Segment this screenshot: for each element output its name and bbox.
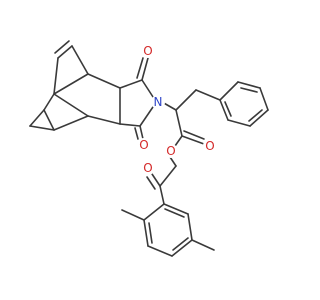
bond-bridgehead-upper-to-vinyl: [71, 45, 89, 75]
bond-ar-double-b: [172, 237, 189, 251]
bond-carbonyl-top-o-inner: [136, 57, 144, 79]
atom-labels: N O O O O O: [137, 44, 217, 175]
bond-ar-double-c: [164, 208, 185, 218]
molecule-structure: N O O O O O: [29, 40, 269, 257]
imide-top-oxygen-label: O: [143, 44, 152, 58]
side-chain: [146, 89, 221, 205]
bond-vinyl-double-inner: [54, 40, 70, 54]
bond-ph-double-c: [224, 101, 232, 117]
bond-methyl-ortho: [121, 209, 145, 221]
ester-link-oxygen-label: O: [166, 144, 175, 158]
bond-bridgehead-lower-to-ring-c2: [87, 115, 121, 125]
bond-ph-2: [237, 81, 261, 89]
bond-cyclopropane-1: [29, 109, 45, 127]
bond-vinyl-to-bridgehead-left: [53, 57, 59, 95]
phenyl-ring: [219, 81, 269, 127]
bond-methyl-meta: [191, 239, 215, 251]
bond-ester-to-o-link: [174, 135, 183, 147]
molecule-diagram: N O O O O O: [29, 40, 269, 257]
bond-cp-to-bridgehead-lower: [53, 115, 89, 131]
bond-ester-carbonyl-o-inner: [183, 130, 205, 140]
bond-alpha-to-ester-carbon: [175, 109, 183, 137]
bond-ketone-carbonyl-o: [151, 173, 161, 187]
bond-cyclopropane-3: [43, 109, 55, 131]
bond-ph-3: [259, 87, 269, 111]
bond-ar-6: [163, 203, 189, 215]
bond-ar-5: [187, 213, 193, 241]
bond-carbonyl-bottom-o: [139, 125, 144, 140]
bond-bridge-left-to-bridgehead-upper: [53, 73, 89, 95]
bond-ketone-to-aryl: [159, 185, 165, 205]
bond-ph-double-b: [248, 109, 263, 122]
bond-ar-2: [143, 219, 149, 247]
bond-ester-carbonyl-o: [181, 135, 205, 145]
ketone-oxygen-label: O: [143, 161, 152, 175]
bond-ar-4: [171, 239, 193, 257]
bond-ch2-to-ketone-carbon: [159, 165, 177, 187]
bond-carbonyl-top-o: [141, 57, 149, 81]
bond-cyclopropane-2: [29, 125, 55, 131]
bond-bridgehead-upper-to-ring-c1: [87, 73, 121, 89]
imide-ring: [119, 57, 156, 140]
bond-vinyl-double: [57, 45, 73, 59]
bond-carbonyl-top-to-n: [141, 79, 156, 101]
bond-carbonyl-bottom-o-inner: [134, 127, 139, 140]
bond-ph-5: [227, 119, 251, 127]
nitrogen-atom-label: N: [154, 95, 163, 109]
bond-bridgehead-left-to-lower: [53, 93, 89, 117]
bond-ar-double-a: [148, 222, 153, 244]
bond-ph-1: [219, 81, 239, 101]
bond-ar-3: [147, 245, 173, 257]
imide-bottom-oxygen-label: O: [139, 138, 148, 152]
bicyclic-cage: [29, 40, 121, 131]
bond-ch2-to-phenyl: [195, 89, 221, 101]
bond-o-link-to-ch2: [169, 156, 177, 167]
bond-ar-1: [143, 203, 165, 221]
bond-bridgehead-left-to-cp: [43, 93, 55, 111]
dimethylphenyl-ring: [121, 203, 215, 257]
bond-ketone-carbonyl-o-inner: [146, 176, 156, 190]
ester-carbonyl-oxygen-label: O: [205, 139, 214, 153]
bond-carbonyl-bottom-to-c2: [119, 123, 141, 127]
bond-alpha-to-ch2: [175, 89, 197, 111]
bond-ph-4: [249, 109, 269, 127]
bond-c1-to-carbonyl-top: [119, 79, 143, 89]
bond-ph-6: [219, 99, 229, 121]
bond-ph-double-a: [240, 87, 258, 93]
bond-n-to-carbonyl-bottom: [139, 103, 156, 127]
